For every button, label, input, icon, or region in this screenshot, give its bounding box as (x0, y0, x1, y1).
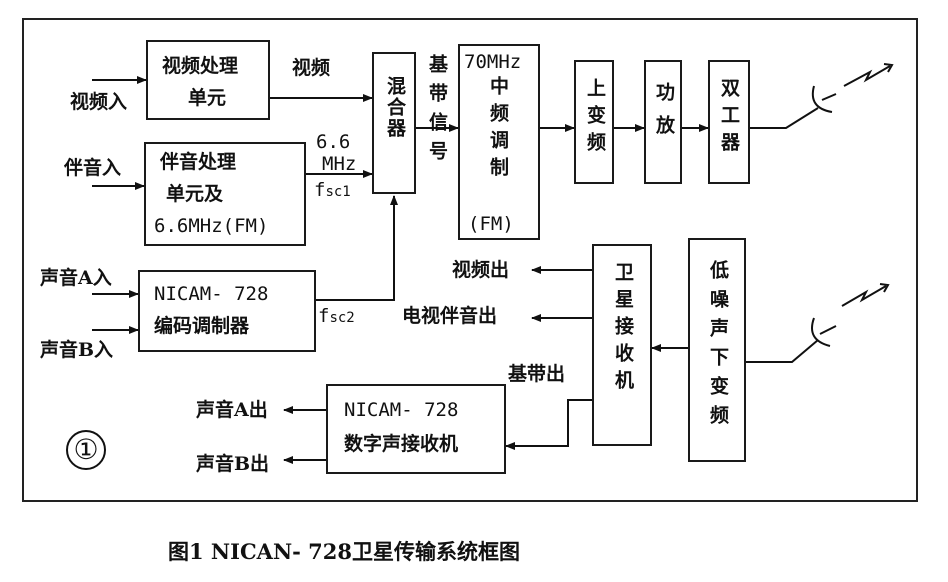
wire-nicam-to-mixer (316, 195, 398, 301)
box-duplexer: 双工器 (708, 60, 750, 184)
label-freq-66: 6.6 (316, 131, 351, 153)
upconv-label: 上变频 (584, 78, 606, 159)
label-fsc1: fsc1 (314, 178, 351, 204)
diagram-frame (22, 18, 918, 502)
nicam-rx-line2: 数字声接收机 (344, 433, 459, 455)
receiver-label: 卫星接收机 (612, 262, 634, 397)
label-sound-b-in: 声音B入 (40, 339, 114, 361)
box-nicam-encoder: NICAM- 728 编码调制器 (138, 270, 316, 352)
label-sound-a-out: 声音A出 (196, 399, 268, 421)
mixer-label: 混合器 (384, 76, 406, 139)
label-fsc2: fsc2 (318, 304, 355, 330)
audio-proc-line3: 6.6MHz(FM) (154, 215, 269, 237)
amp-label: 功放 (653, 82, 675, 148)
label-video: 视频 (292, 57, 331, 79)
box-lnb: 低噪声下变频 (688, 238, 746, 462)
if-mod-line3: (FM) (468, 213, 514, 235)
wire-baseband-out (505, 399, 592, 450)
label-mhz: MHz (322, 153, 357, 175)
label-sound-b-out: 声音B出 (196, 453, 270, 475)
wire-duplexer-to-dish (750, 107, 819, 129)
video-proc-line1: 视频处理 (162, 55, 239, 77)
uplink-dish-icon (811, 63, 894, 113)
audio-proc-line1: 伴音处理 (160, 151, 237, 173)
fsc1-subscript: sc1 (325, 184, 351, 200)
label-video-out: 视频出 (452, 259, 510, 281)
figure-number: ① (66, 430, 106, 470)
fsc2-f: f (318, 305, 330, 327)
box-nicam-receiver: NICAM- 728 数字声接收机 (326, 384, 506, 474)
label-baseband-signal: 基带信号 (426, 54, 448, 170)
if-mod-line2: 中频调制 (487, 76, 509, 184)
label-video-in: 视频入 (70, 91, 128, 113)
nicam-rx-line1: NICAM- 728 (344, 399, 459, 421)
nicam-enc-line2: 编码调制器 (154, 315, 250, 337)
label-baseband-out: 基带出 (508, 363, 566, 385)
audio-proc-line2: 单元及 (166, 183, 224, 205)
wire-dish-to-lnb (746, 339, 819, 363)
fsc2-subscript: sc2 (329, 310, 355, 326)
box-video-processing: 视频处理 单元 (146, 40, 270, 120)
if-mod-line1: 70MHz (464, 51, 522, 73)
box-audio-processing: 伴音处理 单元及 6.6MHz(FM) (144, 142, 306, 246)
box-upconverter: 上变频 (574, 60, 614, 184)
lnb-label: 低噪声下变频 (707, 260, 729, 434)
downlink-dish-icon (811, 283, 890, 347)
label-audio-in: 伴音入 (64, 157, 122, 179)
fsc1-f: f (314, 179, 326, 201)
figure-caption: 图1 NICAN- 728卫星传输系统框图 (168, 539, 521, 564)
label-tv-audio-out: 电视伴音出 (402, 305, 498, 327)
duplexer-label: 双工器 (718, 78, 740, 159)
video-proc-line2: 单元 (188, 87, 227, 109)
box-if-modulator: 70MHz 中频调制 (FM) (458, 44, 540, 240)
nicam-enc-line1: NICAM- 728 (154, 283, 269, 305)
box-mixer: 混合器 (372, 52, 416, 194)
box-satellite-receiver: 卫星接收机 (592, 244, 652, 446)
box-amplifier: 功放 (644, 60, 682, 184)
label-sound-a-in: 声音A入 (40, 267, 112, 289)
